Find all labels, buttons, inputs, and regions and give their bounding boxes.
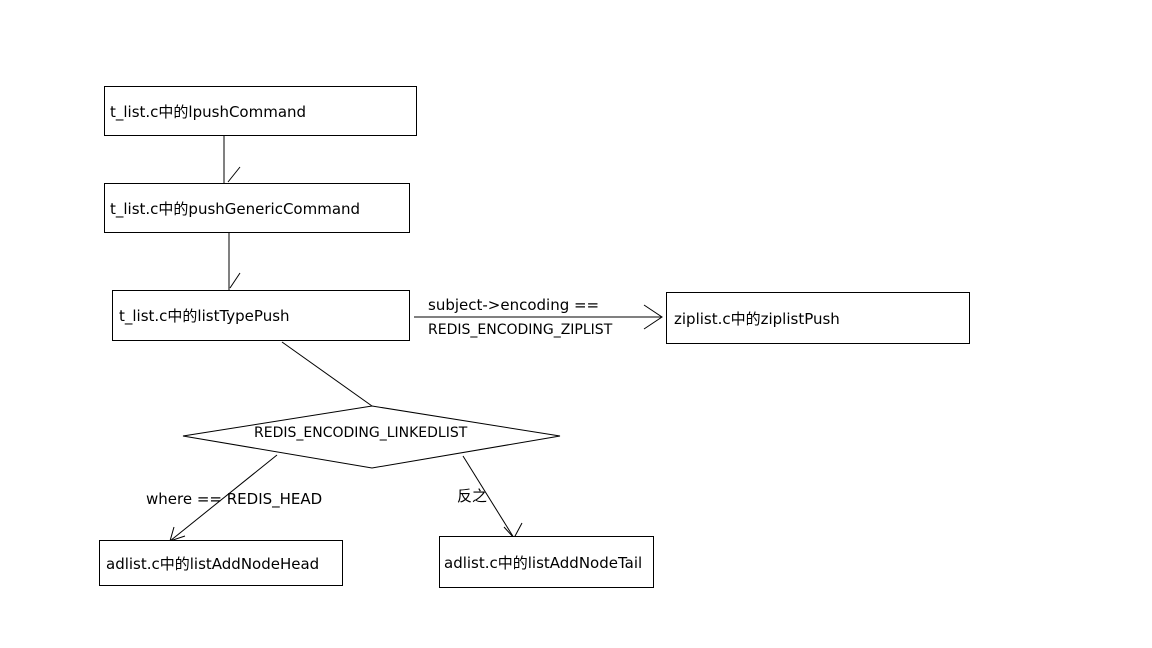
listaddnodehead-node: adlist.c中的listAddNodeHead xyxy=(99,540,343,586)
arrowhead-pushgeneric xyxy=(227,166,241,183)
pushgenericcommand-node: t_list.c中的pushGenericCommand xyxy=(104,183,410,233)
decision-label: REDIS_ENCODING_LINKEDLIST xyxy=(254,425,468,441)
ziplist-condition-line1: subject->encoding == xyxy=(428,296,600,314)
ziplistpush-node: ziplist.c中的ziplistPush xyxy=(666,292,970,344)
listaddnodetail-node: adlist.c中的listAddNodeTail xyxy=(439,536,654,588)
lpushcommand-label: t_list.c中的lpushCommand xyxy=(110,102,307,121)
else-condition-label: 反之 xyxy=(457,487,488,505)
arrowhead-ziplistpush xyxy=(643,304,663,330)
lpushcommand-node: t_list.c中的lpushCommand xyxy=(104,86,417,136)
listtypepush-label: t_list.c中的listTypePush xyxy=(119,307,290,325)
edge-decision-to-addtail xyxy=(462,455,515,539)
ziplist-condition-line2: REDIS_ENCODING_ZIPLIST xyxy=(428,322,613,338)
listaddnodehead-label: adlist.c中的listAddNodeHead xyxy=(106,554,320,573)
edge-decision-to-addhead xyxy=(169,454,278,542)
head-condition-label: where == REDIS_HEAD xyxy=(146,490,323,508)
arrowhead-listtypepush xyxy=(229,272,241,289)
pushgenericcommand-label: t_list.c中的pushGenericCommand xyxy=(110,199,361,218)
edge-listtypepush-to-decision xyxy=(281,341,373,407)
decision-diamond xyxy=(182,405,561,469)
ziplistpush-label: ziplist.c中的ziplistPush xyxy=(674,309,840,328)
listaddnodetail-label: adlist.c中的listAddNodeTail xyxy=(444,553,643,572)
listtypepush-node: t_list.c中的listTypePush xyxy=(112,290,410,341)
